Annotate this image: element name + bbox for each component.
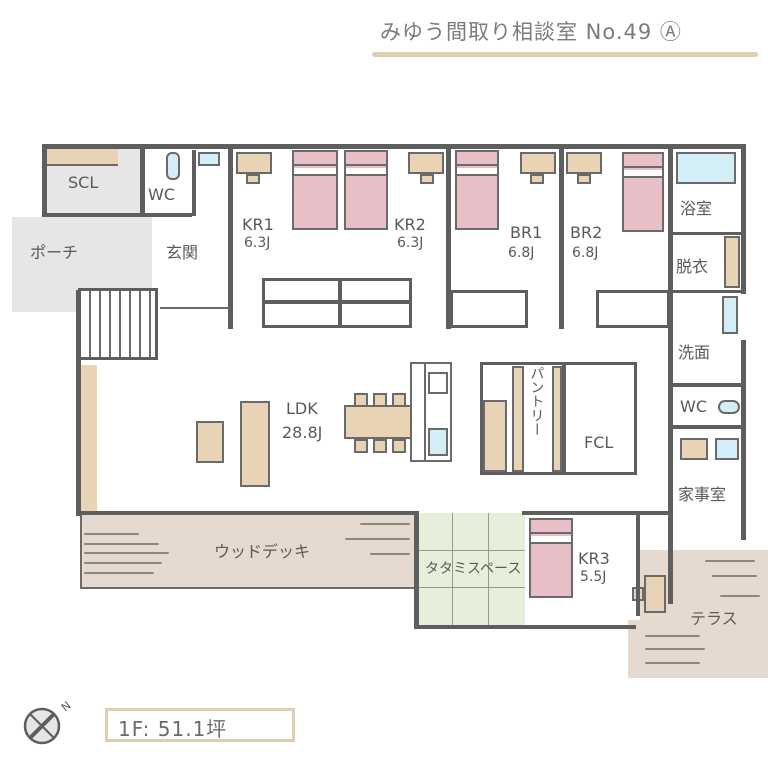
floor-area-text: 1F: 51.1坪 <box>118 717 228 741</box>
room-label-wc-entrance: WC <box>148 185 175 204</box>
utility-sink <box>715 438 739 460</box>
wall-east <box>741 144 746 294</box>
room-label-tatami: タタミスペース <box>425 561 522 577</box>
kitchen-sink <box>428 428 448 456</box>
west-window-strip <box>81 365 97 513</box>
room-label-fcl: FCL <box>584 433 614 452</box>
room-label-dressing: 脱衣 <box>676 257 709 276</box>
room-label-br1: BR1 <box>510 223 543 242</box>
bed-kr3 <box>529 518 573 598</box>
sofa <box>240 401 270 487</box>
room-size-br1: 6.8J <box>508 245 535 261</box>
terrace-area <box>640 550 768 678</box>
stove <box>428 372 448 394</box>
bed-br2 <box>622 152 664 232</box>
coffee-table <box>196 421 224 463</box>
bed-kr1 <box>292 150 338 230</box>
room-label-scl: SCL <box>68 173 99 192</box>
wall-west-ldk <box>76 290 81 516</box>
bed-kr2 <box>344 150 388 230</box>
room-label-kr3: KR3 <box>578 549 610 568</box>
room-label-porch: ポーチ <box>30 243 79 262</box>
room-size-kr3: 5.5J <box>580 569 607 585</box>
room-label-kr2: KR2 <box>394 215 426 234</box>
room-size-ldk: 28.8J <box>282 423 323 442</box>
scl-shelf <box>46 148 118 166</box>
bed-br1 <box>455 150 499 230</box>
room-size-kr1: 6.3J <box>244 235 271 251</box>
toilet-back <box>718 400 740 414</box>
sink-entrance <box>198 152 220 166</box>
room-label-pantry: パントリー <box>528 366 545 436</box>
room-label-wc-back: WC <box>680 397 707 416</box>
wash-basin <box>722 296 738 334</box>
compass-icon <box>22 706 62 746</box>
title-underline <box>372 52 758 57</box>
pantry-block <box>480 362 637 475</box>
room-label-kr1: KR1 <box>242 215 274 234</box>
floor-area-box <box>105 708 295 742</box>
desk-kr1 <box>236 152 272 174</box>
room-label-washroom: 洗面 <box>678 343 711 362</box>
dining-table <box>344 405 412 439</box>
desk-br2 <box>566 152 602 174</box>
desk-kr3 <box>644 575 666 613</box>
staircase <box>78 288 158 360</box>
room-label-terrace: テラス <box>690 609 738 628</box>
room-size-kr2: 6.3J <box>397 235 424 251</box>
wood-deck-area <box>80 513 418 589</box>
room-size-br2: 6.8J <box>572 245 599 261</box>
bathtub <box>676 152 736 184</box>
room-label-wood-deck: ウッドデッキ <box>214 542 311 561</box>
room-label-br2: BR2 <box>570 223 603 242</box>
room-label-genkan: 玄関 <box>166 243 199 262</box>
wall-south-ldk <box>76 511 418 515</box>
toilet-entrance <box>166 152 180 180</box>
room-label-bath: 浴室 <box>680 199 713 218</box>
wall-north <box>42 144 746 149</box>
room-label-utility: 家事室 <box>678 485 727 504</box>
desk-br1 <box>520 152 556 174</box>
desk-kr2 <box>408 152 444 174</box>
page-title: みゆう間取り相談室 No.49 Ⓐ <box>380 20 682 44</box>
tatami-area <box>417 513 525 628</box>
room-label-ldk: LDK <box>286 399 318 418</box>
wall-west-scl <box>42 144 47 216</box>
